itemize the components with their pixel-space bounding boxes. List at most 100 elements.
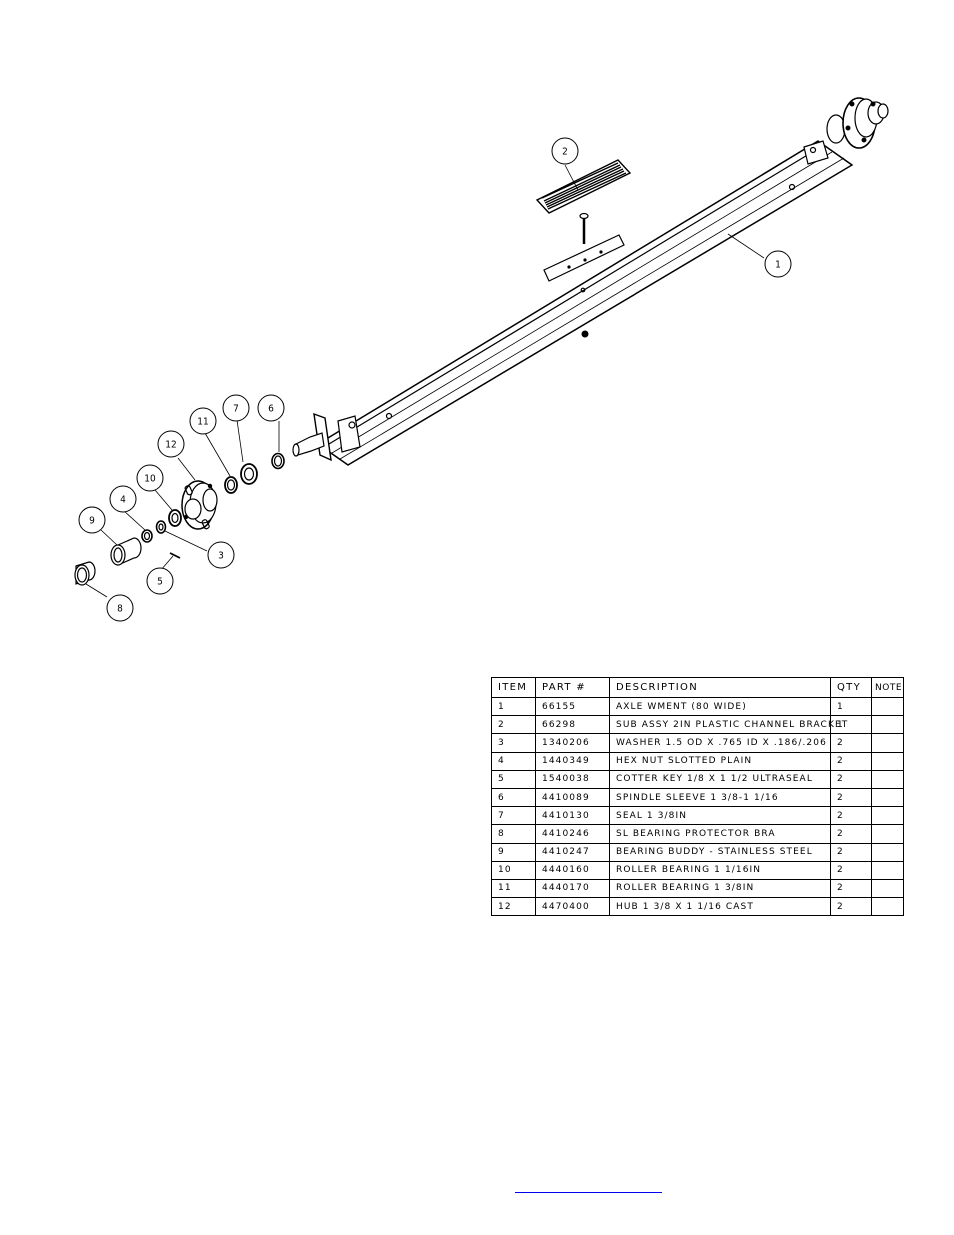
bom-cell-note xyxy=(871,787,904,808)
bom-cell-qty: 2 xyxy=(830,787,872,808)
bom-cell-item: 2 xyxy=(491,715,536,735)
balloon-label: 6 xyxy=(268,404,274,415)
balloon-circle xyxy=(222,394,250,422)
bom-header-note: NOTE xyxy=(871,677,904,698)
bom-cell-part: 66298 xyxy=(535,715,610,735)
bom-cell-qty: 2 xyxy=(830,806,872,826)
item-balloon-8: 8 xyxy=(106,594,134,622)
bom-cell-item: 7 xyxy=(491,806,536,826)
bom-cell-item: 11 xyxy=(491,878,536,899)
balloon-circle xyxy=(257,394,285,422)
item-balloon-11: 11 xyxy=(189,407,217,435)
cotter-key-part xyxy=(169,552,181,559)
balloon-label: 11 xyxy=(197,417,208,428)
bom-cell-qty: 1 xyxy=(830,696,872,717)
bom-cell-description: HUB 1 3/8 X 1 1/16 CAST xyxy=(609,897,831,917)
bom-cell-qty: 1 xyxy=(830,715,872,735)
bom-cell-description: ROLLER BEARING 1 3/8IN xyxy=(609,878,831,899)
bom-cell-note xyxy=(871,842,904,862)
bom-cell-part: 4440170 xyxy=(535,878,610,899)
balloon-circle xyxy=(157,430,185,458)
item-balloon-9: 9 xyxy=(78,506,106,534)
leader-lines xyxy=(85,164,765,598)
item-balloon-5: 5 xyxy=(146,567,174,595)
bom-cell-note xyxy=(871,769,904,789)
balloon-circle xyxy=(109,485,137,513)
item-balloon-10: 10 xyxy=(136,464,164,492)
bom-cell-part: 4440160 xyxy=(535,860,610,880)
bom-cell-note xyxy=(871,878,904,899)
hex-nut-part xyxy=(141,529,153,543)
bom-cell-note xyxy=(871,751,904,771)
item-balloon-12: 12 xyxy=(157,430,185,458)
bom-cell-qty: 2 xyxy=(830,733,872,753)
bom-header-part: PART # xyxy=(535,677,610,698)
bom-cell-note xyxy=(871,696,904,717)
bom-cell-description: SL BEARING PROTECTOR BRA xyxy=(609,824,831,844)
washer-part xyxy=(155,520,167,534)
bom-cell-description: COTTER KEY 1/8 X 1 1/2 ULTRASEAL xyxy=(609,769,831,789)
seal-part xyxy=(240,463,258,485)
balloon-label: 9 xyxy=(89,516,95,527)
bom-cell-part: 1340206 xyxy=(535,733,610,753)
bom-cell-description: AXLE WMENT (80 WIDE) xyxy=(609,696,831,717)
footer-link[interactable] xyxy=(515,1178,662,1193)
item-balloon-7: 7 xyxy=(222,394,250,422)
bom-cell-part: 4410089 xyxy=(535,787,610,808)
item-balloon-1: 1 xyxy=(764,250,792,278)
bom-cell-part: 4410130 xyxy=(535,806,610,826)
bom-cell-item: 1 xyxy=(491,696,536,717)
bom-cell-item: 9 xyxy=(491,842,536,862)
bom-cell-item: 10 xyxy=(491,860,536,880)
balloon-label: 7 xyxy=(233,404,239,415)
balloon-label: 10 xyxy=(144,474,156,485)
bom-header-item: ITEM xyxy=(491,677,536,698)
balloon-circle xyxy=(146,567,174,595)
balloon-circle xyxy=(106,594,134,622)
balloon-label: 12 xyxy=(165,440,176,451)
bom-cell-qty: 2 xyxy=(830,878,872,899)
bom-cell-item: 4 xyxy=(491,751,536,771)
bom-cell-qty: 2 xyxy=(830,751,872,771)
spindle-sleeve-part xyxy=(271,452,285,470)
bom-cell-note xyxy=(871,733,904,753)
balloon-circle xyxy=(136,464,164,492)
balloon-circle xyxy=(78,506,106,534)
bom-cell-part: 4470400 xyxy=(535,897,610,917)
bom-cell-qty: 2 xyxy=(830,824,872,844)
balloon-circle xyxy=(551,137,579,165)
item-balloon-3: 3 xyxy=(207,541,235,569)
bom-cell-description: SPINDLE SLEEVE 1 3/8-1 1/16 xyxy=(609,787,831,808)
bom-cell-part: 4410246 xyxy=(535,824,610,844)
bom-cell-note xyxy=(871,897,904,917)
bearing-buddy-part xyxy=(110,537,142,566)
item-balloon-2: 2 xyxy=(551,137,579,165)
item-balloon-6: 6 xyxy=(257,394,285,422)
balloon-label: 3 xyxy=(218,551,224,562)
balloon-label: 5 xyxy=(157,577,163,588)
bom-cell-description: WASHER 1.5 OD X .765 ID X .186/.206 xyxy=(609,733,831,753)
balloon-label: 1 xyxy=(775,260,781,271)
bom-cell-part: 66155 xyxy=(535,696,610,717)
bom-cell-description: SEAL 1 3/8IN xyxy=(609,806,831,826)
bom-cell-note xyxy=(871,715,904,735)
balloon-circle xyxy=(189,407,217,435)
hub-part xyxy=(181,480,218,530)
roller-bearing-large-part xyxy=(224,476,238,494)
bom-cell-item: 8 xyxy=(491,824,536,844)
bom-cell-note xyxy=(871,824,904,844)
